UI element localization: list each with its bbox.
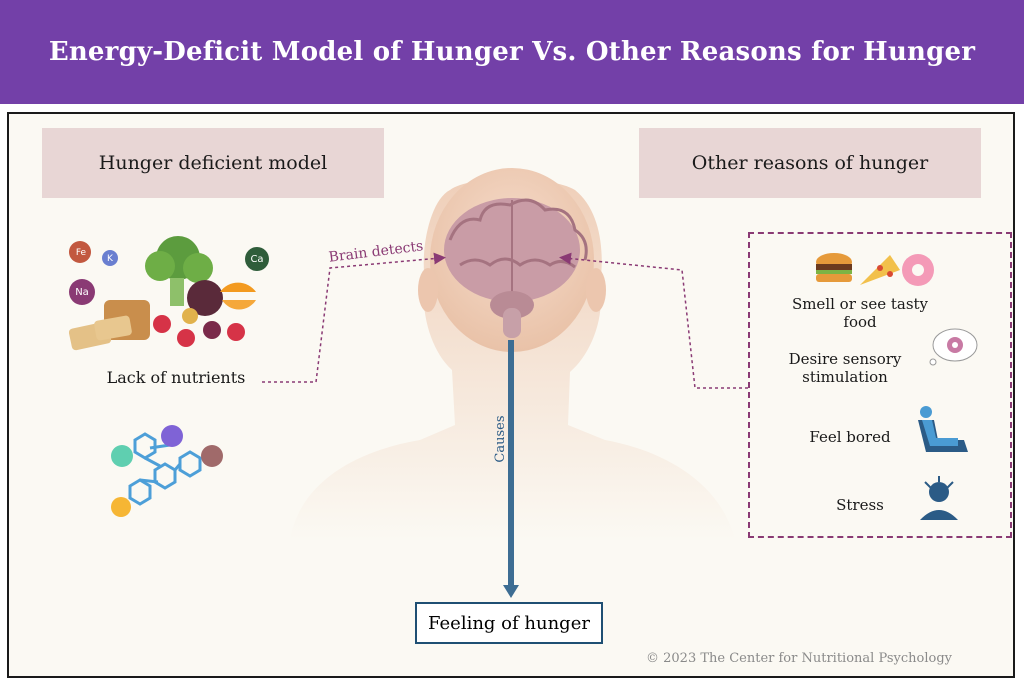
- thought-bubble-donut-icon: [929, 328, 978, 366]
- causes-arrow: [503, 340, 519, 598]
- molecule-atoms: [111, 425, 223, 517]
- calcium-label: Ca: [250, 254, 264, 265]
- reason-item-sensory: Desire sensory stimulation: [788, 350, 902, 386]
- reason-item-bored: Feel bored: [809, 428, 891, 446]
- iron-mineral-icon: [69, 241, 91, 263]
- feeling-of-hunger-box: Feeling of hunger: [415, 602, 603, 644]
- page-title: Energy-Deficit Model of Hunger Vs. Other…: [48, 37, 976, 67]
- fast-food-icon: [816, 253, 934, 286]
- molecule-icon: [128, 432, 202, 506]
- left-connector-line: [262, 252, 446, 383]
- brain-icon: [444, 198, 588, 338]
- causes-label: Causes: [493, 415, 508, 463]
- armchair-person-icon: [918, 406, 968, 452]
- reason-item-stress: Stress: [836, 496, 884, 514]
- potassium-label: K: [107, 254, 113, 264]
- sodium-mineral-icon: [69, 279, 95, 305]
- calcium-mineral-icon: [245, 247, 269, 271]
- right-connector-line: [559, 252, 748, 389]
- header-banner: Energy-Deficit Model of Hunger Vs. Other…: [0, 0, 1024, 104]
- stressed-person-icon: [920, 476, 958, 520]
- potassium-mineral-icon: [102, 250, 118, 266]
- lack-of-nutrients-label: Lack of nutrients: [106, 368, 246, 387]
- other-reasons-box: [748, 232, 1012, 538]
- copyright-text: © 2023 The Center for Nutritional Psycho…: [646, 651, 952, 666]
- iron-label: Fe: [75, 248, 87, 258]
- reason-item-smell-food: Smell or see tasty food: [791, 295, 929, 331]
- left-section-title: Hunger deficient model: [42, 128, 384, 198]
- feeling-of-hunger-label: Feeling of hunger: [428, 612, 590, 634]
- mineral-icons: [69, 241, 269, 305]
- nutrient-foods-icon: [68, 236, 256, 351]
- sodium-label: Na: [75, 287, 89, 298]
- right-section-title: Other reasons of hunger: [639, 128, 981, 198]
